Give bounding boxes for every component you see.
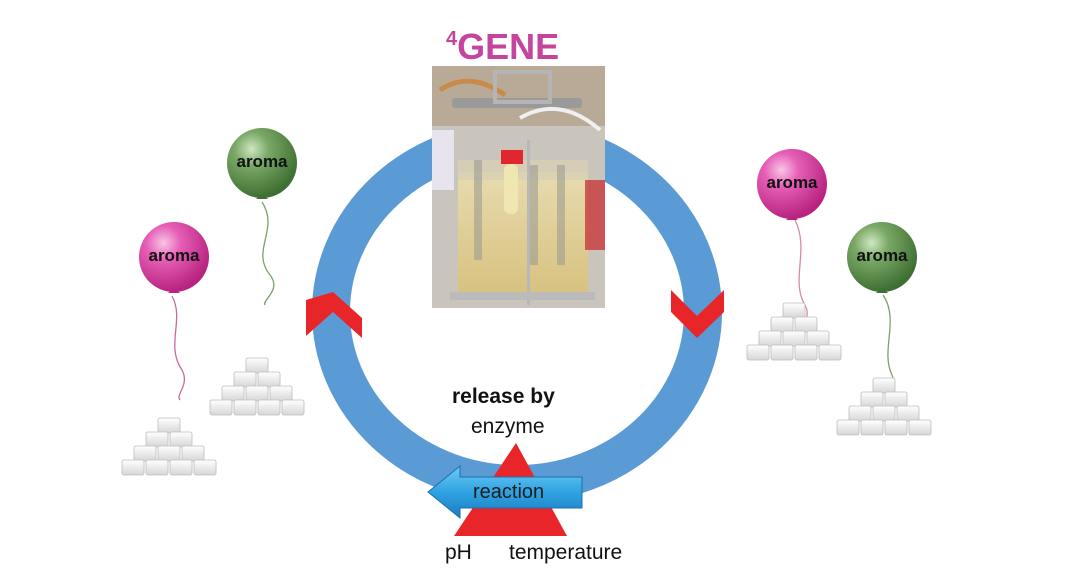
sugar-cube (872, 405, 896, 422)
balloon-pink-right (757, 149, 827, 220)
sugar-cube (884, 391, 908, 408)
balloon-label: aroma (236, 152, 288, 171)
brand-title-superscript: 4 (446, 28, 458, 50)
sugar-cube (818, 344, 842, 361)
balloon-green-left (227, 128, 297, 199)
sugar-cube (233, 371, 257, 388)
sugar-cube (794, 344, 818, 361)
sugar-cube-pile (121, 417, 217, 476)
sugar-cube-pile (836, 377, 932, 436)
sugar-cube (269, 385, 293, 402)
sugar-cube (872, 377, 896, 394)
sugar-cube (145, 431, 169, 448)
balloon-string (261, 201, 275, 306)
brand-title: 4GENE (446, 26, 559, 68)
sugar-cube (281, 399, 305, 416)
sugar-cube (896, 405, 920, 422)
sugar-cube-pile (209, 357, 305, 416)
sugar-cube (908, 419, 932, 436)
sugar-cube-pile (746, 302, 842, 361)
balloon-string (171, 295, 186, 401)
sugar-cube (157, 417, 181, 434)
sugar-cube (836, 419, 860, 436)
sugar-cube (193, 459, 217, 476)
reaction-arrow[interactable] (427, 464, 583, 520)
down-chevron-icon (671, 290, 724, 338)
sugar-cube (770, 316, 794, 333)
sugar-cube (145, 459, 169, 476)
sugar-cube (860, 391, 884, 408)
sugar-cube (169, 431, 193, 448)
sugar-cube (245, 385, 269, 402)
sugar-cube (770, 344, 794, 361)
sugar-cube (157, 445, 181, 462)
temperature-label: temperature (509, 541, 623, 564)
sugar-cube (782, 302, 806, 319)
sugar-cube (758, 330, 782, 347)
sugar-cube (782, 330, 806, 347)
sugar-cube (794, 316, 818, 333)
sugar-cube (245, 357, 269, 374)
sugar-cube (257, 399, 281, 416)
sugar-cube (209, 399, 233, 416)
sugar-cube (884, 419, 908, 436)
sugar-cube (221, 385, 245, 402)
brand-title-text: GENE (457, 26, 560, 67)
sugar-cube (860, 419, 884, 436)
sugar-cube (848, 405, 872, 422)
balloon-green-right (847, 222, 917, 293)
sugar-cube (133, 445, 157, 462)
bioreactor-photo (432, 66, 605, 308)
up-chevron-icon (306, 292, 362, 338)
sugar-cube (257, 371, 281, 388)
enzyme-label: enzyme (471, 415, 545, 438)
reaction-label: reaction (473, 481, 545, 503)
balloon-pink-left (139, 222, 209, 293)
sugar-cube (746, 344, 770, 361)
balloon-label: aroma (148, 246, 200, 265)
ph-label: pH (445, 541, 472, 564)
balloon-label: aroma (856, 246, 908, 265)
release-by-heading: release by (452, 385, 555, 408)
sugar-cube (233, 399, 257, 416)
sugar-cube (169, 459, 193, 476)
balloon-label: aroma (766, 173, 818, 192)
sugar-cube (121, 459, 145, 476)
sugar-cube (181, 445, 205, 462)
sugar-cube (806, 330, 830, 347)
